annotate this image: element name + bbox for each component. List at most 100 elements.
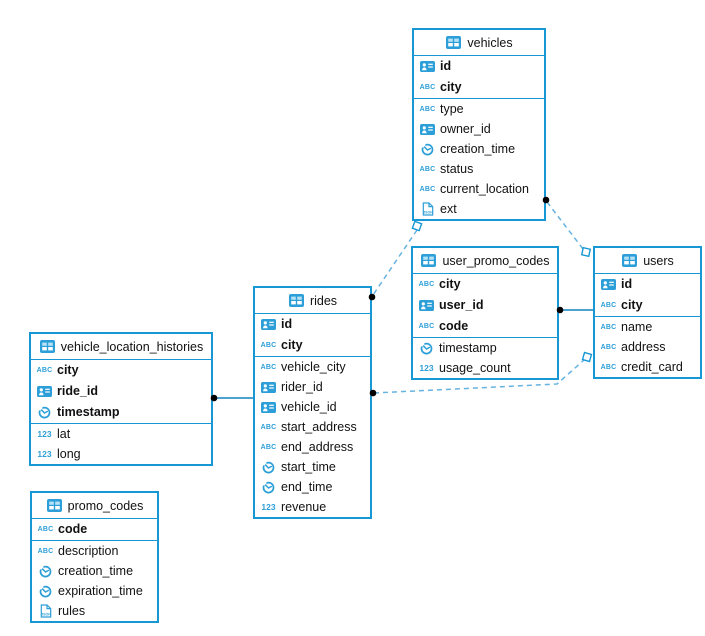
column-user_id[interactable]: user_id bbox=[413, 295, 557, 316]
column-id[interactable]: id bbox=[255, 314, 370, 335]
number-icon: 123 bbox=[37, 428, 52, 439]
column-expiration_time[interactable]: expiration_time bbox=[32, 581, 157, 601]
id-icon bbox=[260, 401, 277, 413]
key-section-divider bbox=[595, 316, 700, 317]
table-icon bbox=[445, 36, 462, 49]
column-timestamp[interactable]: timestamp bbox=[413, 338, 557, 358]
column-name: id bbox=[440, 59, 452, 74]
key-section-divider bbox=[414, 98, 544, 99]
table-vehicle-location-histories[interactable]: vehicle_location_histories ABC city ride_i… bbox=[29, 332, 213, 466]
column-rider_id[interactable]: rider_id bbox=[255, 377, 370, 397]
column-name: revenue bbox=[281, 499, 327, 514]
text-icon: ABC bbox=[36, 367, 53, 374]
column-timestamp[interactable]: timestamp bbox=[31, 402, 211, 423]
svg-text:JSON: JSON bbox=[423, 211, 433, 215]
id-icon bbox=[419, 123, 436, 135]
column-name: city bbox=[57, 363, 79, 378]
column-name: status bbox=[440, 161, 474, 176]
text-icon: ABC bbox=[419, 165, 436, 173]
text-icon: ABC bbox=[37, 526, 54, 533]
time-icon bbox=[260, 480, 277, 494]
column-type[interactable]: ABC type bbox=[414, 99, 544, 119]
table-icon bbox=[46, 499, 63, 512]
id-icon bbox=[36, 386, 53, 397]
column-ride_id[interactable]: ride_id bbox=[31, 381, 211, 402]
column-name: vehicle_id bbox=[281, 399, 337, 414]
time-icon bbox=[418, 341, 435, 355]
column-vehicle_city[interactable]: ABC vehicle_city bbox=[255, 357, 370, 377]
column-name: end_address bbox=[281, 439, 354, 454]
key-section-divider bbox=[31, 423, 211, 424]
table-header[interactable]: users bbox=[595, 248, 700, 274]
text-icon: ABC bbox=[419, 105, 436, 113]
column-name: code bbox=[439, 319, 469, 334]
column-name: vehicle_city bbox=[281, 359, 346, 374]
column-name: id bbox=[281, 317, 293, 332]
table-header[interactable]: user_promo_codes bbox=[413, 248, 557, 274]
column-name: city bbox=[440, 80, 462, 95]
column-end_time[interactable]: end_time bbox=[255, 477, 370, 497]
time-icon bbox=[37, 584, 54, 598]
column-city[interactable]: ABC city bbox=[31, 360, 211, 381]
column-name: user_id bbox=[439, 298, 484, 313]
column-creation_time[interactable]: creation_time bbox=[32, 561, 157, 581]
column-name: timestamp bbox=[57, 405, 120, 420]
time-icon bbox=[419, 142, 436, 156]
column-creation_time[interactable]: creation_time bbox=[414, 139, 544, 159]
svg-text:JSON: JSON bbox=[41, 613, 51, 617]
json-icon: JSON bbox=[37, 604, 54, 618]
table-header[interactable]: vehicle_location_histories bbox=[31, 334, 211, 360]
table-header[interactable]: rides bbox=[255, 288, 370, 314]
text-icon: ABC bbox=[600, 323, 617, 331]
text-icon: ABC bbox=[418, 323, 435, 330]
column-vehicle_id[interactable]: vehicle_id bbox=[255, 397, 370, 417]
text-icon: ABC bbox=[260, 443, 277, 451]
column-name: type bbox=[440, 101, 464, 116]
column-code[interactable]: ABC code bbox=[413, 316, 557, 337]
column-end_address[interactable]: ABC end_address bbox=[255, 437, 370, 457]
diamond-marker bbox=[411, 220, 423, 232]
column-id[interactable]: id bbox=[595, 274, 700, 295]
table-header[interactable]: promo_codes bbox=[32, 493, 157, 519]
text-icon: ABC bbox=[260, 363, 277, 371]
table-title: rides bbox=[309, 293, 338, 308]
text-icon: ABC bbox=[419, 185, 436, 193]
id-icon bbox=[418, 300, 435, 311]
column-name: description bbox=[58, 543, 119, 558]
column-id[interactable]: id bbox=[414, 56, 544, 77]
column-owner_id[interactable]: owner_id bbox=[414, 119, 544, 139]
table-title: promo_codes bbox=[67, 498, 144, 513]
column-status[interactable]: ABC status bbox=[414, 159, 544, 179]
id-icon bbox=[260, 319, 277, 330]
column-name: timestamp bbox=[439, 340, 497, 355]
column-start_time[interactable]: start_time bbox=[255, 457, 370, 477]
key-section-divider bbox=[255, 356, 370, 357]
table-header[interactable]: vehicles bbox=[414, 30, 544, 56]
